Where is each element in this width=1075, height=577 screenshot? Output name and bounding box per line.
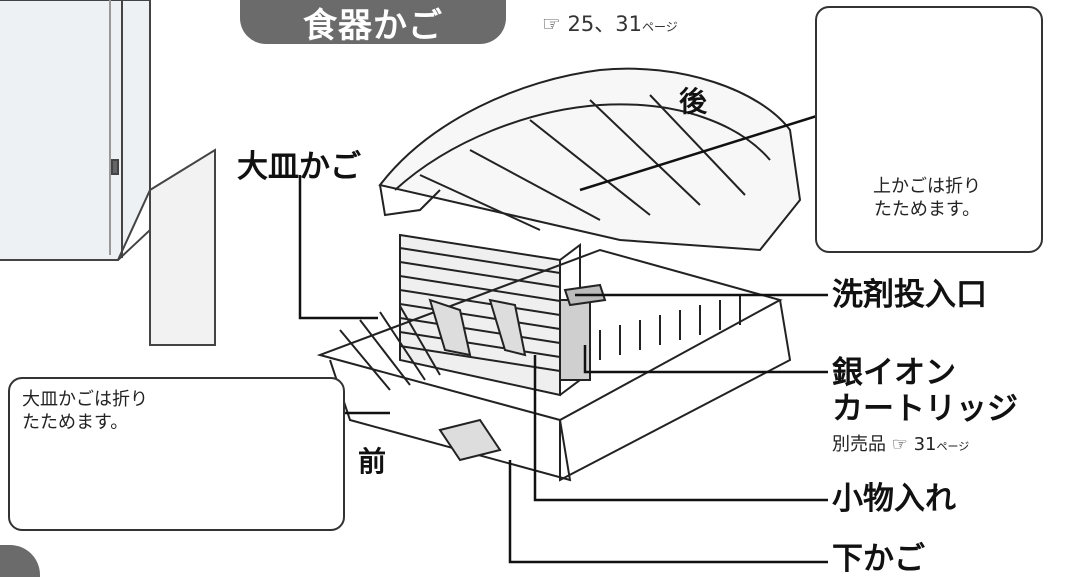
plate-fold-callout — [8, 377, 345, 531]
upper-fold-line1: 上かごは折り — [873, 176, 981, 197]
machine-door — [0, 0, 216, 346]
cartridge — [559, 283, 607, 381]
plate-basket — [399, 233, 581, 397]
label-small-items: 小物入れ — [832, 481, 956, 517]
top-page-reference: ☞ 25、31ページ — [542, 8, 678, 38]
page-title: 食器かご — [240, 0, 506, 46]
sold-separately-page-suffix: ページ — [936, 440, 970, 453]
label-large-plate-basket: 大皿かご — [237, 149, 361, 185]
plate-fold-text: 大皿かごは折り たためます。 — [22, 388, 148, 435]
label-silver-ion-line1: 銀イオン — [832, 355, 956, 391]
plate-fold-line2: たためます。 — [22, 412, 129, 434]
reference-page-suffix: ページ — [641, 20, 678, 34]
plate-fold-line1: 大皿かごは折り — [22, 389, 148, 410]
reference-icon: ☞ — [891, 434, 908, 455]
label-front: 前 — [358, 445, 387, 478]
sold-separately-note: 別売品 ☞ 31ページ — [832, 433, 969, 456]
sold-separately-label: 別売品 — [832, 434, 886, 455]
reference-icon: ☞ — [542, 12, 561, 36]
label-silver-ion-line2: カートリッジ — [832, 391, 1018, 427]
upper-basket — [378, 67, 802, 252]
label-detergent-inlet: 洗剤投入口 — [832, 277, 987, 313]
sold-separately-ref: 31 — [913, 434, 937, 455]
label-back: 後 — [679, 85, 708, 118]
upper-fold-text: 上かごは折り たためます。 — [832, 175, 1022, 222]
upper-fold-line2: たためます。 — [873, 199, 981, 221]
upper-fold-callout — [815, 6, 1043, 253]
leader-lines — [298, 113, 828, 564]
label-lower-basket: 下かご — [832, 541, 925, 577]
reference-pages: 25、31 — [567, 12, 642, 36]
